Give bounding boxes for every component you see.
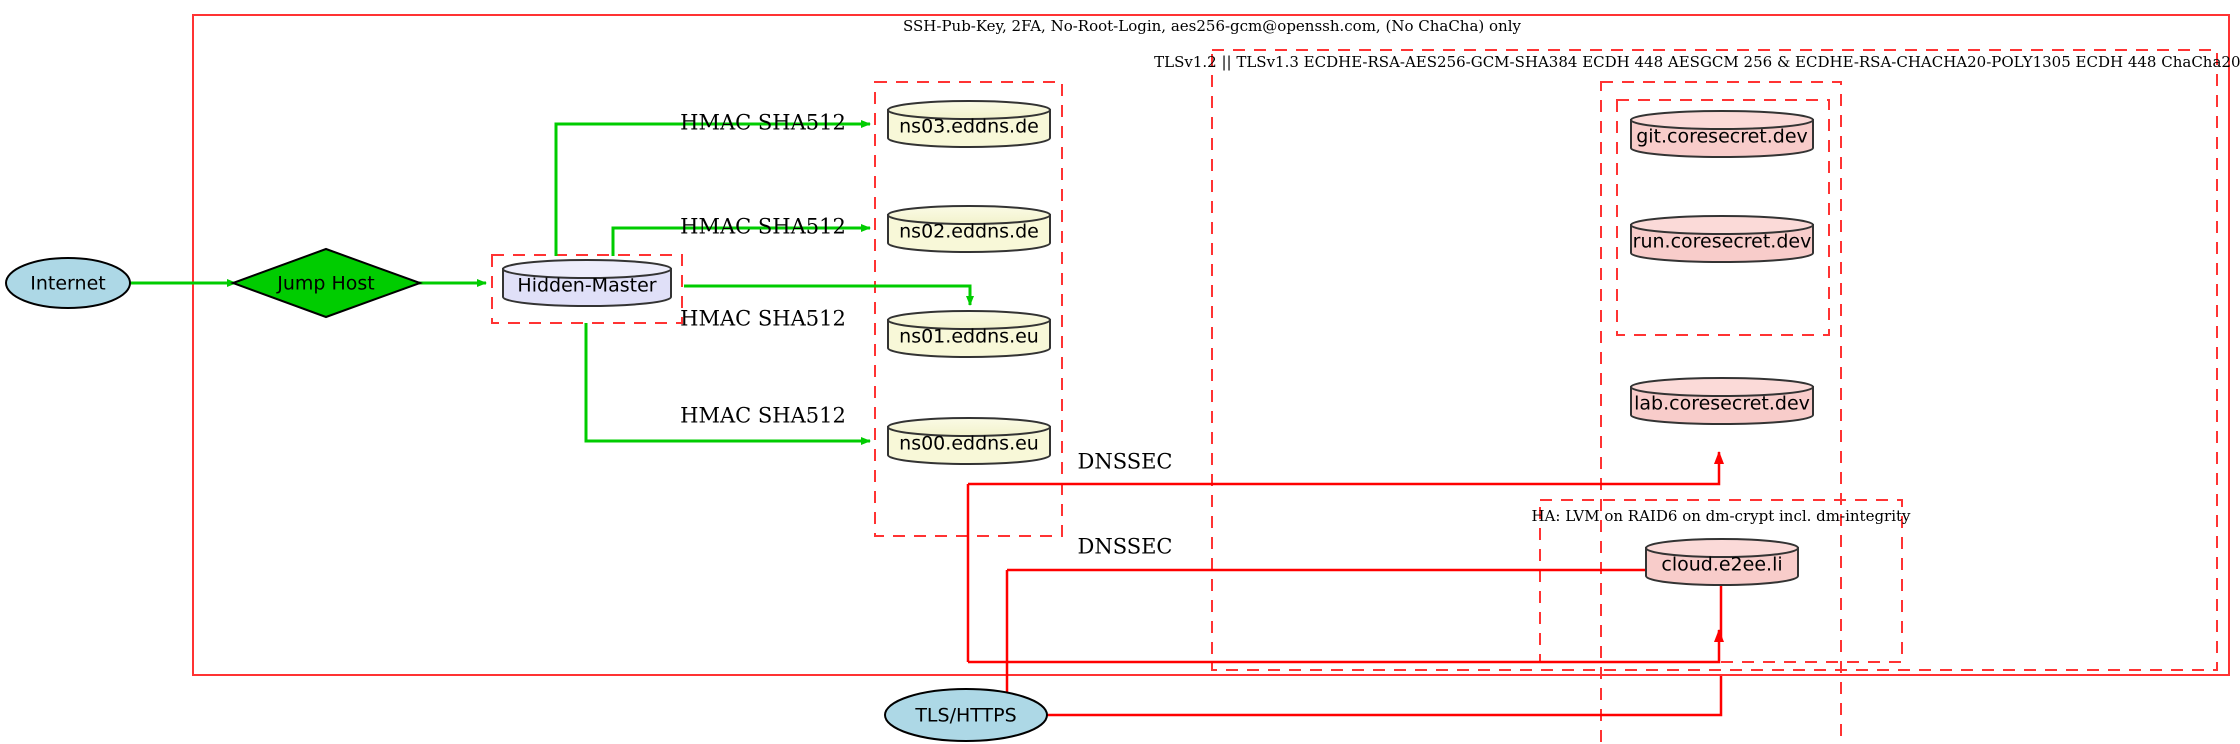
cluster-master-box	[491, 254, 683, 324]
cluster-ns-box	[874, 81, 1063, 537]
edge-master-ns00: HMAC SHA512	[584, 323, 871, 445]
edge-master-ns01: HMAC SHA512	[680, 284, 974, 331]
edge-tlshttps-to-app	[1047, 676, 1723, 717]
node-cloud-e2ee[interactable]: cloud.e2ee.li	[1645, 538, 1799, 586]
node-ns03[interactable]: ns03.eddns.de	[887, 100, 1051, 148]
edge-master-ns02-label: HMAC SHA512	[680, 215, 846, 239]
cluster-app-inner-box	[1616, 99, 1830, 336]
cluster-ha-zone-label: HA: LVM on RAID6 on dm-crypt incl. dm-in…	[1531, 507, 1911, 525]
cluster-tls-zone-label: TLSv1.2 || TLSv1.3 ECDHE-RSA-AES256-GCM-…	[1154, 53, 2240, 71]
node-ns00[interactable]: ns00.eddns.eu	[887, 417, 1051, 465]
node-ns00-label: ns00.eddns.eu	[899, 433, 1039, 455]
cluster-ha-zone: HA: LVM on RAID6 on dm-crypt incl. dm-in…	[1531, 499, 1911, 663]
node-git-coresecret-label: git.coresecret.dev	[1636, 126, 1808, 148]
node-lab-coresecret[interactable]: lab.coresecret.dev	[1630, 377, 1814, 425]
edge-master-ns03: HMAC SHA512	[554, 111, 871, 256]
node-internet-label: Internet	[30, 273, 105, 295]
cluster-tls-zone: TLSv1.2 || TLSv1.3 ECDHE-RSA-AES256-GCM-…	[1154, 49, 2240, 671]
cluster-ssh-zone: SSH-Pub-Key, 2FA, No-Root-Login, aes256-…	[192, 14, 2230, 676]
node-hidden-master[interactable]: Hidden-Master	[502, 259, 672, 307]
node-ns01[interactable]: ns01.eddns.eu	[887, 310, 1051, 358]
node-git-coresecret[interactable]: git.coresecret.dev	[1630, 110, 1814, 158]
edge-dnssec-lower-label: DNSSEC	[1077, 535, 1172, 559]
node-ns02-label: ns02.eddns.de	[899, 221, 1039, 243]
node-ns03-label: ns03.eddns.de	[899, 116, 1039, 138]
node-run-coresecret-label: run.coresecret.dev	[1633, 231, 1812, 253]
node-jump-host[interactable]: Jump Host	[230, 247, 423, 319]
cluster-ssh-zone-label: SSH-Pub-Key, 2FA, No-Root-Login, aes256-…	[903, 17, 1522, 35]
edge-master-ns02: HMAC SHA512	[611, 215, 871, 256]
node-hidden-master-label: Hidden-Master	[517, 275, 656, 297]
node-ns01-label: ns01.eddns.eu	[899, 326, 1039, 348]
node-tls-https[interactable]: TLS/HTTPS	[884, 688, 1048, 742]
node-internet[interactable]: Internet	[5, 257, 131, 309]
node-run-coresecret[interactable]: run.coresecret.dev	[1630, 215, 1814, 263]
edge-master-ns03-label: HMAC SHA512	[680, 111, 846, 135]
edge-tls-to-ha	[966, 484, 1724, 664]
edge-master-ns00-label: HMAC SHA512	[680, 404, 846, 428]
node-tls-https-label: TLS/HTTPS	[914, 705, 1016, 727]
cluster-app-outer-box	[1600, 81, 1842, 744]
edge-dnssec-upper: DNSSEC	[968, 450, 1724, 486]
edge-dnssec-lower: DNSSEC	[1005, 535, 1723, 715]
node-ns02[interactable]: ns02.eddns.de	[887, 205, 1051, 253]
node-jump-host-label: Jump Host	[276, 273, 375, 295]
edge-master-ns01-label: HMAC SHA512	[680, 307, 846, 331]
edge-dnssec-upper-label: DNSSEC	[1077, 450, 1172, 474]
node-lab-coresecret-label: lab.coresecret.dev	[1634, 393, 1810, 415]
node-cloud-e2ee-label: cloud.e2ee.li	[1661, 554, 1782, 576]
